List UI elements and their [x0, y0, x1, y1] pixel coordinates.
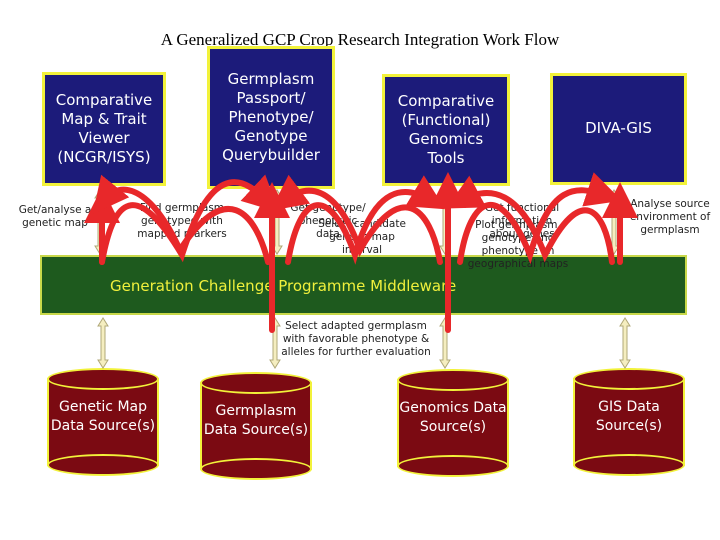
flow-arrow-genomics-to-gis: [457, 172, 623, 265]
flow-arrow-genomics-to-germplasm: [270, 174, 443, 265]
note-get-analyse-map: Get/analyse a genetic map: [18, 204, 92, 230]
germplasm-database-label: Germplasm Data Source(s): [203, 403, 309, 438]
flow-arrow-germplasm-to-genomics: [285, 175, 446, 265]
germplasm-database: Germplasm Data Source(s): [200, 372, 312, 480]
genetic-map-database-label: Genetic Map Data Source(s): [50, 399, 156, 434]
diva-gis-box: DIVA-GIS: [550, 73, 687, 185]
germplasm-querybuilder-box: Germplasm Passport/ Phenotype/ Genotype …: [207, 46, 335, 189]
genomics-tools-label: Comparative (Functional) Genomics Tools: [397, 91, 495, 168]
gis-database: GIS Data Source(s): [573, 368, 685, 476]
middleware-label: Generation Challenge Programme Middlewar…: [110, 277, 457, 295]
genomics-tools-box: Comparative (Functional) Genomics Tools: [382, 74, 510, 186]
flow-arrow-map-to-germplasm: [99, 174, 280, 265]
diva-gis-label: DIVA-GIS: [585, 119, 652, 138]
flow-arrow-germplasm-to-map: [92, 174, 271, 265]
gis-database-label: GIS Data Source(s): [595, 399, 663, 434]
germplasm-querybuilder-label: Germplasm Passport/ Phenotype/ Genotype …: [222, 69, 320, 165]
genomics-database: Genomics Data Source(s): [397, 369, 509, 477]
note-analyse-source: Analyse source environment of germplasm: [629, 198, 711, 237]
note-select-adapted: Select adapted germplasm with favorable …: [281, 320, 431, 359]
flow-arrow-gis-to-genomics: [446, 175, 615, 265]
genetic-map-database: Genetic Map Data Source(s): [47, 368, 159, 476]
connector-arrows: [94, 189, 631, 369]
comparative-map-viewer-box: Comparative Map & Trait Viewer (NCGR/ISY…: [42, 72, 166, 186]
connector-arrow-5: [97, 317, 109, 369]
diagram-title: A Generalized GCP Crop Research Integrat…: [160, 30, 560, 49]
genomics-database-label: Genomics Data Source(s): [399, 400, 507, 435]
connector-arrow-8: [619, 317, 631, 369]
comparative-map-viewer-label: Comparative Map & Trait Viewer (NCGR/ISY…: [55, 90, 153, 167]
middleware-bar: Generation Challenge Programme Middlewar…: [40, 255, 687, 315]
workflow-arrows: [84, 172, 638, 333]
